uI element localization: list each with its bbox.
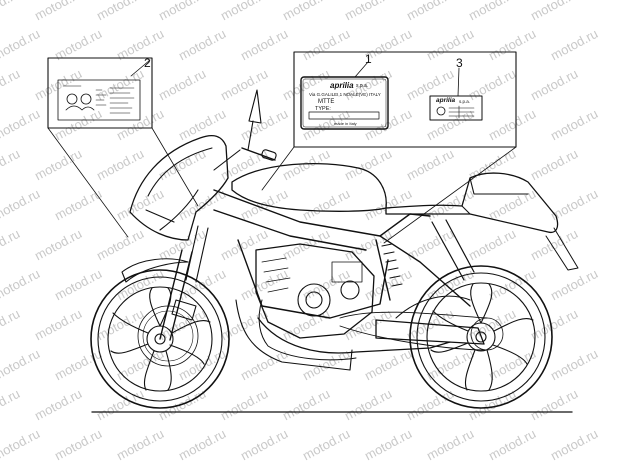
frame (213, 189, 471, 319)
leader-3 (457, 67, 460, 97)
front-fender (121, 258, 189, 283)
callout-2: 2 (144, 56, 151, 70)
label-2-box (47, 57, 153, 129)
leader-2 (130, 59, 151, 77)
label-1-address: Via G.GALILEI,1 NOALE(VE) ITALY (309, 92, 381, 97)
seat-tail (385, 172, 559, 234)
label-3-brand: aprilia (436, 97, 456, 104)
label-1-type: TYPE: (315, 106, 331, 112)
label-1-footer: made in Italy (334, 121, 357, 126)
label-1-brand-suffix: s.p.a. (356, 83, 369, 89)
label-3-plate (429, 95, 483, 121)
front-fork (159, 225, 209, 341)
label-1-brand: aprilia (330, 81, 354, 90)
fuel-tank (231, 162, 387, 212)
label-3-brand-suffix: s.p.a. (459, 99, 471, 104)
exhaust (257, 317, 451, 354)
front-fairing (129, 135, 229, 241)
label-2-plate (57, 79, 141, 121)
label-1-mtte: MTTE (318, 99, 335, 105)
mirror (248, 89, 262, 124)
handlebar (213, 147, 277, 171)
leader-1 (354, 61, 369, 78)
rear-shock (375, 239, 403, 301)
front-wheel (90, 269, 230, 409)
chain (339, 311, 488, 351)
lower-fairing (235, 299, 353, 371)
callout-1: 1 (365, 52, 372, 66)
callout-3: 3 (456, 56, 463, 70)
label-1-plate (300, 76, 389, 130)
license-bracket (545, 227, 579, 271)
engine (255, 243, 375, 339)
label-group-box (293, 51, 517, 148)
